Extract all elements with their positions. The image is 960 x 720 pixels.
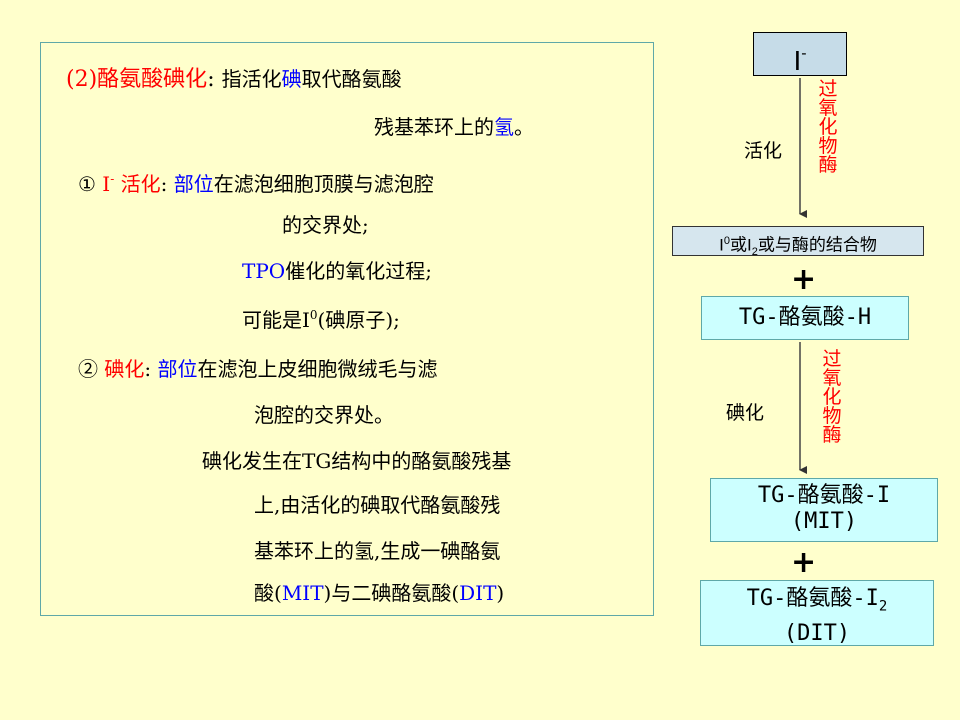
item1-line1: ① I- 活化: 部位在滤泡细胞顶膜与滤泡腔 [78,166,434,197]
iodide-box: I- [753,32,847,76]
item1-maybe-text: 可能是I [242,308,310,332]
item1-site-cont: 的交界处; [282,213,369,237]
dit-box: TG-酪氨酸-I2 (DIT) [700,580,934,646]
item1-site-text: 在滤泡细胞顶膜与滤泡腔 [213,172,434,196]
enzyme-char: 氧 [822,367,842,389]
dit-line1-sub: 2 [878,598,888,615]
section-heading: (2)酪氨酸碘化: 指活化碘取代酪氨酸 [66,66,402,93]
mit-term: MIT [281,581,324,605]
item2-desc4-b: )与二碘酪氨酸( [323,581,460,605]
item2-site-label: 部位 [157,357,198,381]
enzyme-char: 过 [818,78,838,100]
mit-box: TG-酪氨酸-I (MIT) [710,478,938,542]
item2-colon: : [144,357,152,381]
enzyme-char: 物 [822,405,842,427]
complex-b: 或I [730,235,752,255]
enzyme-char: 酶 [818,154,838,176]
dit-term: DIT [459,581,497,605]
dit-line2: (DIT) [783,621,851,647]
tg-tyrosine-h-box: TG-酪氨酸-H [701,296,909,340]
heading-colon: : [207,67,215,92]
dit-line1: TG-酪氨酸-I2 [701,585,933,620]
heading-iodine: 碘 [281,67,302,91]
plus-sign-1: + [791,262,817,297]
text-panel [40,42,654,616]
item2-site-cont: 泡腔的交界处。 [254,403,394,427]
item1-site-label: 部位 [173,172,214,196]
step1-label: 活化 [744,140,783,162]
enzyme-char: 化 [822,386,842,408]
complex-a: I [719,235,724,255]
iodide-sup: - [801,45,807,62]
item2-desc2: 上,由活化的碘取代酪氨酸残 [254,493,501,517]
enzyme-char: 氧 [818,97,838,119]
item1-maybe-line: 可能是I0(碘原子); [242,302,400,333]
item2-desc1: 碘化发生在TG结构中的酪氨酸残基 [202,449,512,473]
item2-desc4: 酸(MIT)与二碘酪氨酸(DIT) [254,580,504,606]
dit-line1-a: TG-酪氨酸-I [746,586,879,611]
heading-title: 酪氨酸碘化 [97,67,208,92]
item1-tpo-text: 催化的氧化过程; [285,259,432,283]
enzyme-char: 过 [822,348,842,370]
activated-iodine-box: I0或I2或与酶的结合物 [672,226,924,259]
heading-line2-end: 。 [514,115,534,139]
item1-tpo: TPO [242,259,286,283]
complex-c: 或与酶的结合物 [757,235,877,255]
enzyme-char: 物 [818,135,838,157]
item2-line1: ② 碘化: 部位在滤泡上皮细胞微绒毛与滤 [78,356,437,382]
enzyme-char: 酶 [822,424,842,446]
mit-line2: (MIT) [790,509,858,534]
step2-label: 碘化 [726,402,765,424]
item1-title: 活化 [120,172,161,196]
item1-marker: ① [78,172,96,196]
item1-maybe-text-b: (碘原子); [317,308,400,332]
mit-line1: TG-酪氨酸-I [757,483,891,508]
complex-sup: 0 [723,235,730,247]
step2-enzyme-label: 过氧化物酶 [822,350,842,445]
item2-desc4-a: 酸( [254,581,282,605]
heading-text-b: 取代酪氨酸 [301,67,402,91]
heading-line2-text: 残基苯环上的 [374,115,494,139]
item1-maybe-sup: 0 [309,308,318,322]
item1-tpo-line: TPO催化的氧化过程; [242,258,432,284]
plus-sign-2: + [791,545,817,580]
heading-text-a: 指活化 [221,67,282,91]
item2-desc3: 基苯环上的氢,生成一碘酪氨 [254,539,501,563]
item2-title: 碘化 [104,357,145,381]
item1-ion: I- [102,172,115,196]
complex-sub: 2 [751,246,758,259]
heading-number: (2) [66,67,98,92]
item2-marker: ② [78,357,98,381]
heading-hydrogen: 氢 [494,115,514,139]
enzyme-char: 化 [818,116,838,138]
iodide-base: I [793,45,802,76]
item2-site-text: 在滤泡上皮细胞微绒毛与滤 [197,357,438,381]
step1-enzyme-label: 过氧化物酶 [818,80,838,175]
heading-line2: 残基苯环上的氢。 [374,114,534,140]
item2-desc4-c: ) [496,581,505,605]
item1-colon: : [160,172,168,196]
